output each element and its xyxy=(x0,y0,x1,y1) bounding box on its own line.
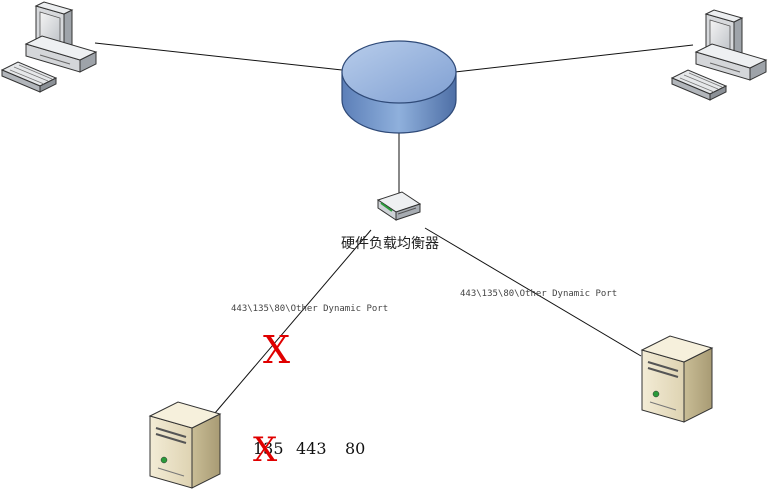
left-link-port-label: 443\135\80\Other Dynamic Port xyxy=(231,304,389,314)
link-right-pc-to-hub xyxy=(454,44,694,73)
link-balancer-to-left-server xyxy=(214,229,372,414)
load-balancer-icon xyxy=(376,191,422,221)
blocked-port-mark: X xyxy=(253,430,278,470)
link-left-pc-to-hub xyxy=(94,42,343,71)
desktop-computer-icon xyxy=(0,1,98,93)
right-link-port-label: 443\135\80\Other Dynamic Port xyxy=(460,289,618,299)
desktop-computer-icon xyxy=(670,9,768,101)
server-icon xyxy=(640,335,714,423)
server-icon xyxy=(148,401,222,489)
port-number-443: 443 xyxy=(296,439,327,458)
network-hub-icon xyxy=(341,40,457,134)
port-number-135: 135 xyxy=(253,439,284,458)
connection-lines xyxy=(94,42,694,414)
blocked-link-mark: X xyxy=(263,328,291,372)
link-balancer-to-right-server xyxy=(424,227,642,357)
load-balancer-label: 硬件负载均衡器 xyxy=(341,236,439,252)
port-number-80: 80 xyxy=(345,439,366,458)
